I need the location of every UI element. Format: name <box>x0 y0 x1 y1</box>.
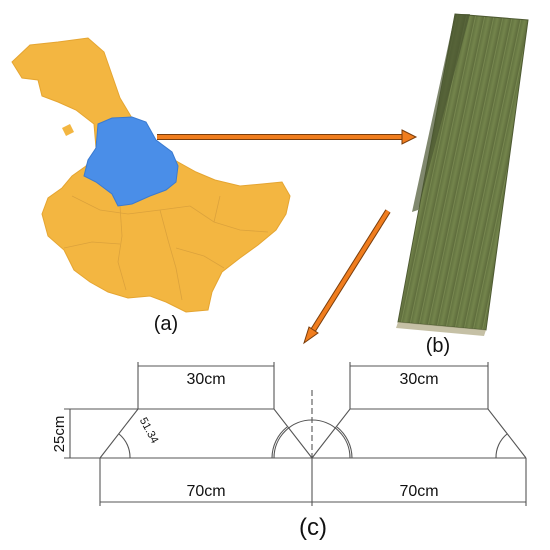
arrow-a-to-b <box>157 129 418 145</box>
bottom-width-left-label: 70cm <box>186 483 225 500</box>
slope-angle-label: 51.34 <box>137 416 161 446</box>
angle-arc-left <box>118 433 131 459</box>
district-borders <box>63 195 269 301</box>
angle-arc-right <box>495 433 508 459</box>
aerial-field-image <box>396 13 529 336</box>
panel-c-label: (c) <box>299 514 327 541</box>
top-width-right-label: 30cm <box>399 371 438 388</box>
left-trapezoid <box>99 408 313 459</box>
center-arc <box>273 419 351 459</box>
height-label: 25cm <box>51 416 68 453</box>
angle-arc-center-right <box>336 426 353 459</box>
highlight-region <box>83 116 179 207</box>
panel-a-label: (a) <box>154 313 178 335</box>
small-island <box>62 124 74 136</box>
cross-section-diagram <box>64 362 527 506</box>
province-map-icon <box>11 37 291 313</box>
panel-b-label: (b) <box>426 335 450 357</box>
angle-arc-center-left <box>271 426 288 459</box>
arrow-b-to-c <box>303 209 391 345</box>
right-trapezoid <box>311 408 527 459</box>
top-width-left-label: 30cm <box>186 371 225 388</box>
bottom-width-right-label: 70cm <box>399 483 438 500</box>
